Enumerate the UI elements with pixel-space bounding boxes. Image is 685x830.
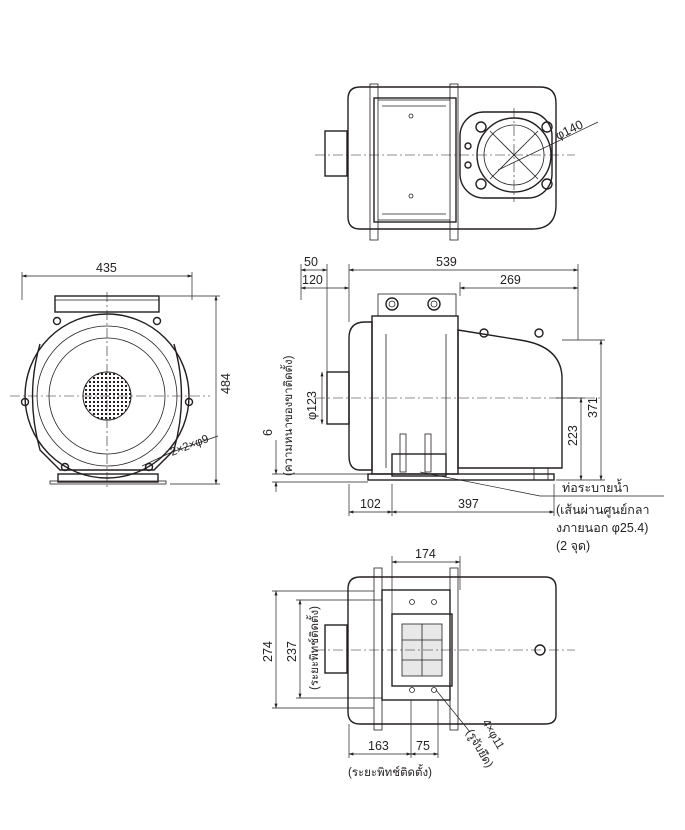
drain-label: ท่อระบายน้ำ bbox=[562, 478, 629, 495]
drain-detail-3: (2 จุด) bbox=[556, 539, 590, 554]
front-height-label: 484 bbox=[219, 373, 233, 394]
outlet-diameter-label: φ140 bbox=[553, 117, 585, 142]
top-frame bbox=[373, 97, 457, 223]
bottom-inlet-pipe bbox=[324, 624, 348, 674]
bottom-dim-237-label: 237 bbox=[285, 641, 299, 662]
bottom-note-label: (ระยะพิทช์ติดตั้ง) bbox=[348, 764, 432, 779]
side-dim-6-label: 6 bbox=[261, 429, 275, 436]
bottom-housing bbox=[347, 576, 557, 725]
side-dim-6-note: (ความหนาของขาติดตั้ง) bbox=[280, 355, 295, 476]
side-height-223-label: 223 bbox=[566, 425, 580, 446]
front-view: 435 484 2×2×φ9 bbox=[10, 261, 233, 490]
side-motor bbox=[457, 329, 563, 469]
front-mount-holes-label: 2×2×φ9 bbox=[169, 433, 211, 459]
side-frame bbox=[371, 315, 459, 475]
bottom-dim-174-label: 174 bbox=[415, 547, 436, 561]
bottom-dim-274-label: 274 bbox=[261, 641, 275, 662]
side-dim-397-label: 397 bbox=[458, 497, 479, 511]
top-view: φ140 bbox=[315, 83, 599, 241]
side-dim-102-label: 102 bbox=[360, 497, 381, 511]
front-width-label: 435 bbox=[96, 261, 117, 275]
side-length-label: 539 bbox=[436, 255, 457, 269]
bottom-dim-163-label: 163 bbox=[368, 739, 389, 753]
side-dim-120-label: 120 bbox=[302, 273, 323, 287]
side-housing bbox=[348, 321, 373, 471]
top-housing bbox=[347, 86, 557, 230]
side-height-371-label: 371 bbox=[586, 397, 600, 418]
bottom-view: 174 274 237 (ระยะพิทช์ติดตั้ง) 163 75 (ร… bbox=[261, 547, 575, 779]
top-inlet-pipe bbox=[324, 130, 348, 177]
front-base bbox=[57, 473, 159, 483]
side-view: 539 50 120 269 φ123 371 223 6 (ความหนาขอ… bbox=[261, 255, 664, 554]
bottom-frame bbox=[381, 589, 451, 701]
side-inlet-diameter-label: φ123 bbox=[305, 391, 319, 420]
drain-detail-1: (เส้นผ่านศูนย์กลา bbox=[556, 503, 650, 518]
bottom-dim-237-note: (ระยะพิทช์ติดตั้ง) bbox=[306, 606, 321, 690]
drain-detail-2: งภายนอก φ25.4) bbox=[556, 521, 648, 535]
side-dim-50-label: 50 bbox=[304, 255, 318, 269]
side-dim-269-label: 269 bbox=[500, 273, 521, 287]
bottom-dim-75-label: 75 bbox=[416, 739, 430, 753]
